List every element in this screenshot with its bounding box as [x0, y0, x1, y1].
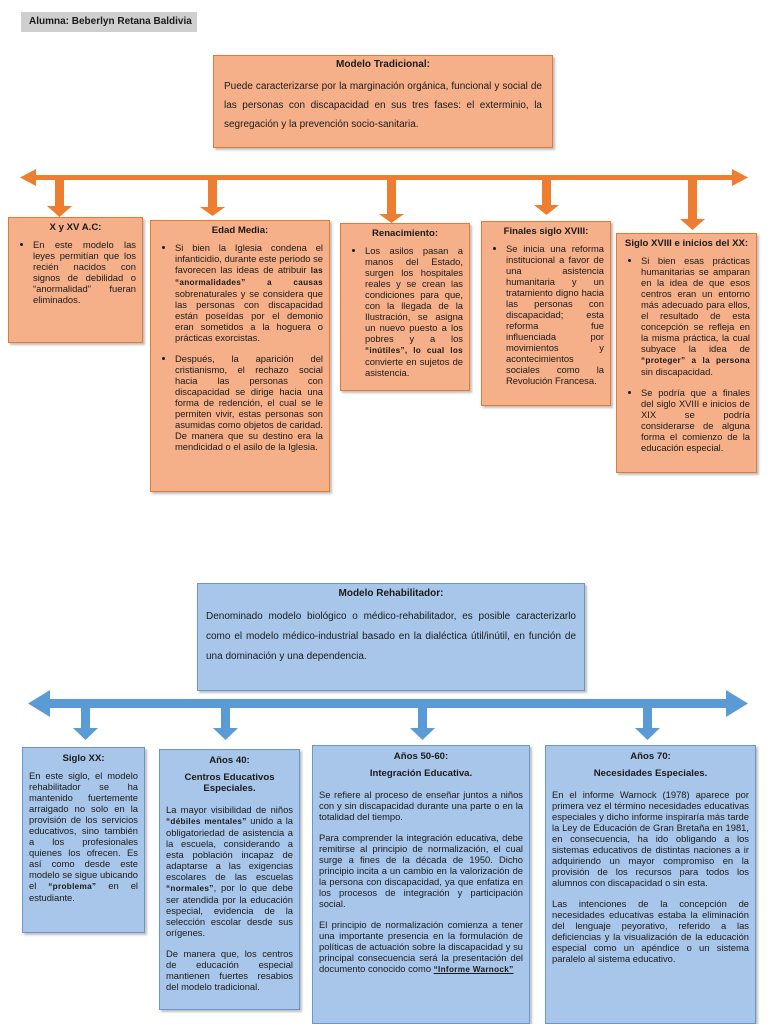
period-edad-media: Edad Media: Si bien la Iglesia condena e… — [150, 220, 330, 492]
rehab-model-title: Modelo Rehabilitador: — [338, 588, 444, 599]
rehab-model-description: Denominado modelo biológico o médico-reh… — [206, 611, 576, 662]
rehab-model-box: Modelo Rehabilitador: Denominado modelo … — [197, 583, 585, 691]
period-siglo-xx: Siglo XX: En este siglo, el modelo rehab… — [22, 747, 145, 933]
traditional-model-description: Puede caracterizarse por la marginación … — [224, 81, 542, 130]
traditional-timeline-arrow — [20, 169, 748, 230]
bullet-text: Se inicia una reforma institucional a fa… — [506, 243, 604, 386]
period-title: X y XV A.C: — [49, 222, 102, 233]
period-text: La mayor visibilidad de niños “débiles m… — [166, 804, 294, 938]
bullet-text: Si bien la Iglesia condena el infanticid… — [175, 242, 323, 343]
period-x-xv: X y XV A.C: En este modelo las leyes per… — [8, 217, 143, 343]
period-siglo-xviii-xx: Siglo XVIII e inicios del XX: Si bien es… — [616, 233, 757, 473]
period-title: Edad Media: — [211, 225, 269, 236]
period-anos-70: Años 70: Necesidades Especiales. En el i… — [545, 745, 756, 1024]
period-title: Siglo XVIII e inicios del XX: — [624, 238, 749, 249]
period-title: Años 70: — [630, 751, 671, 762]
bullet-text: Los asilos pasan a manos del Estado, sur… — [365, 245, 463, 378]
period-finales-xviii: Finales siglo XVIII: Se inicia una refor… — [481, 221, 611, 406]
period-text: En el informe Warnock (1978) aparece por… — [552, 789, 749, 888]
period-text: Se refiere al proceso de enseñar juntos … — [319, 789, 523, 822]
period-anos-50-60: Años 50-60: Integración Educativa. Se re… — [312, 745, 530, 1024]
student-name: Alumna: Beberlyn Retana Baldivia — [21, 12, 197, 32]
period-text: De manera que, los centros de educación … — [166, 948, 293, 992]
bullet-text: Si bien esas prácticas humanitarias se a… — [641, 255, 750, 377]
period-title: Años 50-60: — [393, 751, 449, 762]
bullet-text: Se podría que a finales del siglo XVIII … — [641, 387, 750, 453]
rehab-timeline-arrow — [28, 690, 748, 740]
period-subtitle: Necesidades Especiales. — [593, 768, 708, 779]
period-text: En este siglo, el modelo rehabilitador s… — [29, 770, 139, 903]
period-subtitle: Centros Educativos Especiales. — [184, 772, 275, 794]
traditional-model-title: Modelo Tradicional: — [336, 59, 430, 70]
period-subtitle: Integración Educativa. — [369, 768, 473, 779]
period-renacimiento: Renacimiento: Los asilos pasan a manos d… — [340, 223, 470, 391]
period-anos-40: Años 40: Centros Educativos Especiales. … — [159, 749, 300, 1010]
period-title: Renacimiento: — [371, 228, 439, 239]
period-text: Para comprender la integración educativa… — [319, 832, 523, 909]
period-text: Las intenciones de la concepción de nece… — [552, 898, 749, 964]
period-title: Siglo XX: — [62, 753, 105, 764]
bullet-text: En este modelo las leyes permitían que l… — [33, 239, 136, 305]
period-title: Años 40: — [209, 755, 250, 766]
period-title: Finales siglo XVIII: — [503, 226, 589, 237]
period-text: El principio de normalización comienza a… — [319, 919, 523, 974]
bullet-text: Después, la aparición del cristianismo, … — [175, 353, 323, 452]
traditional-model-box: Modelo Tradicional: Puede caracterizarse… — [213, 55, 553, 148]
